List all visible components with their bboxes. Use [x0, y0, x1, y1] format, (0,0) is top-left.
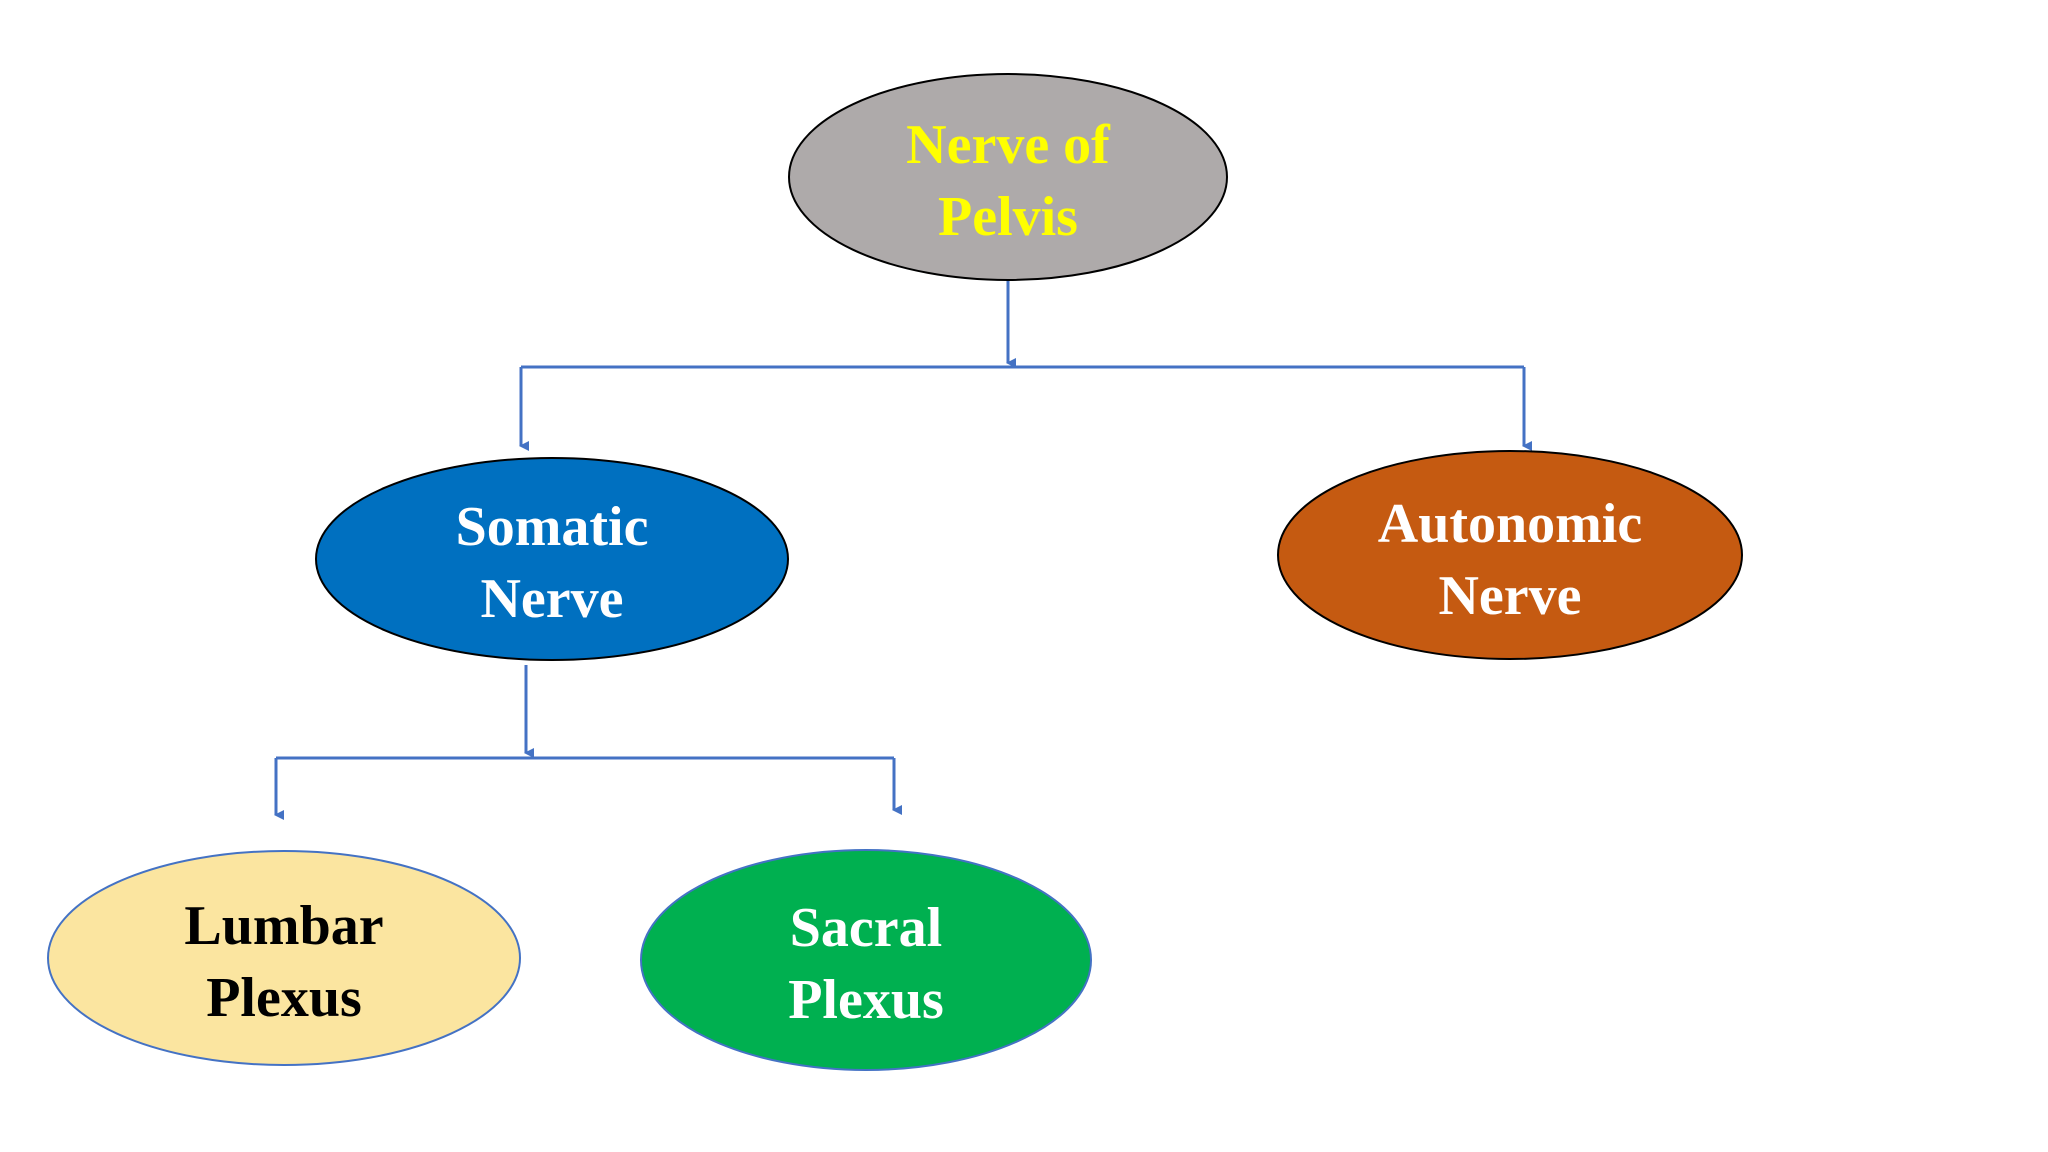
root-connectors [519, 280, 1532, 451]
node-nerve-of-pelvis-label-line1: Nerve of [906, 114, 1111, 176]
node-somatic-nerve-label-line1: Somatic [456, 496, 649, 558]
node-autonomic-nerve-label-line2: Nerve [1438, 565, 1581, 627]
node-sacral-plexus-label-line1: Sacral [790, 897, 942, 959]
node-lumbar-plexus: Lumbar Plexus [47, 850, 521, 1066]
node-nerve-of-pelvis-shape [788, 73, 1228, 281]
node-somatic-nerve: Somatic Nerve [315, 457, 789, 661]
node-autonomic-nerve-shape [1277, 450, 1743, 660]
node-autonomic-nerve-label-line1: Autonomic [1378, 493, 1642, 555]
node-nerve-of-pelvis-label-line2: Pelvis [938, 186, 1078, 248]
node-lumbar-plexus-shape [47, 850, 521, 1066]
somatic-connectors [274, 665, 902, 820]
node-somatic-nerve-label-line2: Nerve [480, 568, 623, 630]
node-lumbar-plexus-label-line2: Plexus [206, 967, 362, 1029]
node-sacral-plexus-shape [640, 849, 1092, 1071]
node-sacral-plexus-label-line2: Plexus [788, 969, 944, 1031]
node-lumbar-plexus-label-line1: Lumbar [184, 895, 383, 957]
node-somatic-nerve-shape [315, 457, 789, 661]
node-autonomic-nerve: Autonomic Nerve [1277, 450, 1743, 660]
node-nerve-of-pelvis: Nerve of Pelvis [788, 73, 1228, 281]
node-sacral-plexus: Sacral Plexus [640, 849, 1092, 1071]
